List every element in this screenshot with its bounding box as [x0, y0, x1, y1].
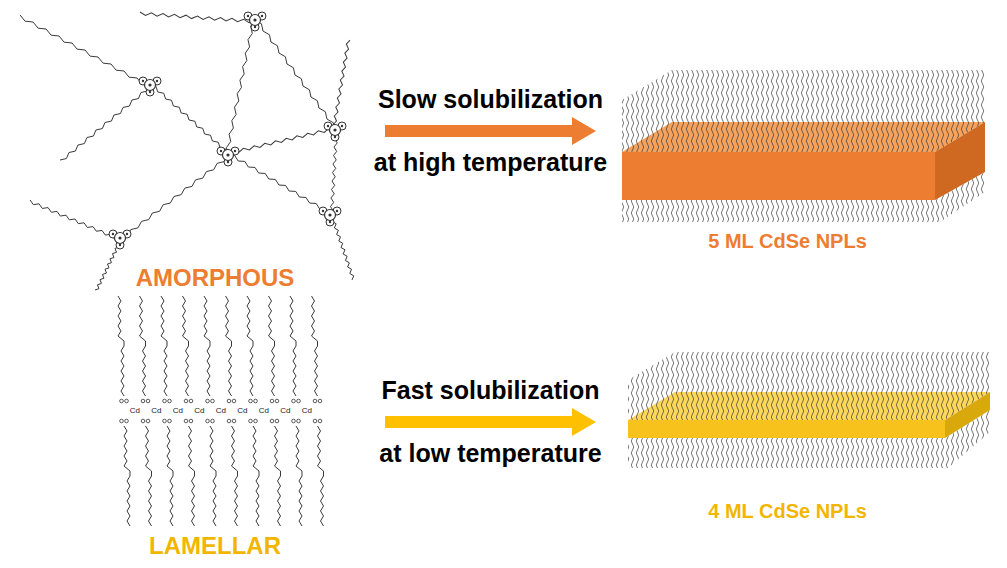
arrow-shaft [385, 125, 574, 137]
edge-label: Fast solubilization at low temperature [378, 359, 604, 485]
edge-label: Slow solubilization at high temperature [374, 68, 608, 194]
node-label: AMORPHOUS [136, 264, 295, 292]
arrow-connector [385, 408, 596, 436]
node-label: 4 ML CdSe NPLs [708, 500, 867, 523]
arrow-connector [385, 117, 596, 145]
nanoplatelet-node: 4 ML CdSe NPLs [600, 345, 975, 523]
atom-label: Cd [302, 407, 312, 415]
atom-label: Cd [173, 407, 183, 415]
node-label: 5 ML CdSe NPLs [708, 230, 867, 253]
amorphous-network [19, 12, 355, 291]
arrow-head [572, 408, 596, 436]
lamellar-structure [118, 296, 324, 526]
atom-label: Cd [237, 407, 247, 415]
arrow-head [572, 117, 596, 145]
atom-label: Cd [130, 407, 140, 415]
atom-label: Cd [151, 407, 161, 415]
arrow-shaft [385, 416, 574, 428]
atom-label: Cd [280, 407, 290, 415]
atom-label: Cd [216, 407, 226, 415]
structure-node: LAMELLAR [45, 296, 385, 562]
atom-label: Cd [259, 407, 269, 415]
nanoplatelet-4ml [628, 352, 990, 468]
structure-node: AMORPHOUS [45, 0, 385, 296]
node-label: LAMELLAR [149, 532, 281, 560]
atom-label: Cd [194, 407, 204, 415]
nanoplatelet-node: 5 ML CdSe NPLs [600, 60, 975, 253]
nanoplatelet-5ml [622, 70, 985, 222]
